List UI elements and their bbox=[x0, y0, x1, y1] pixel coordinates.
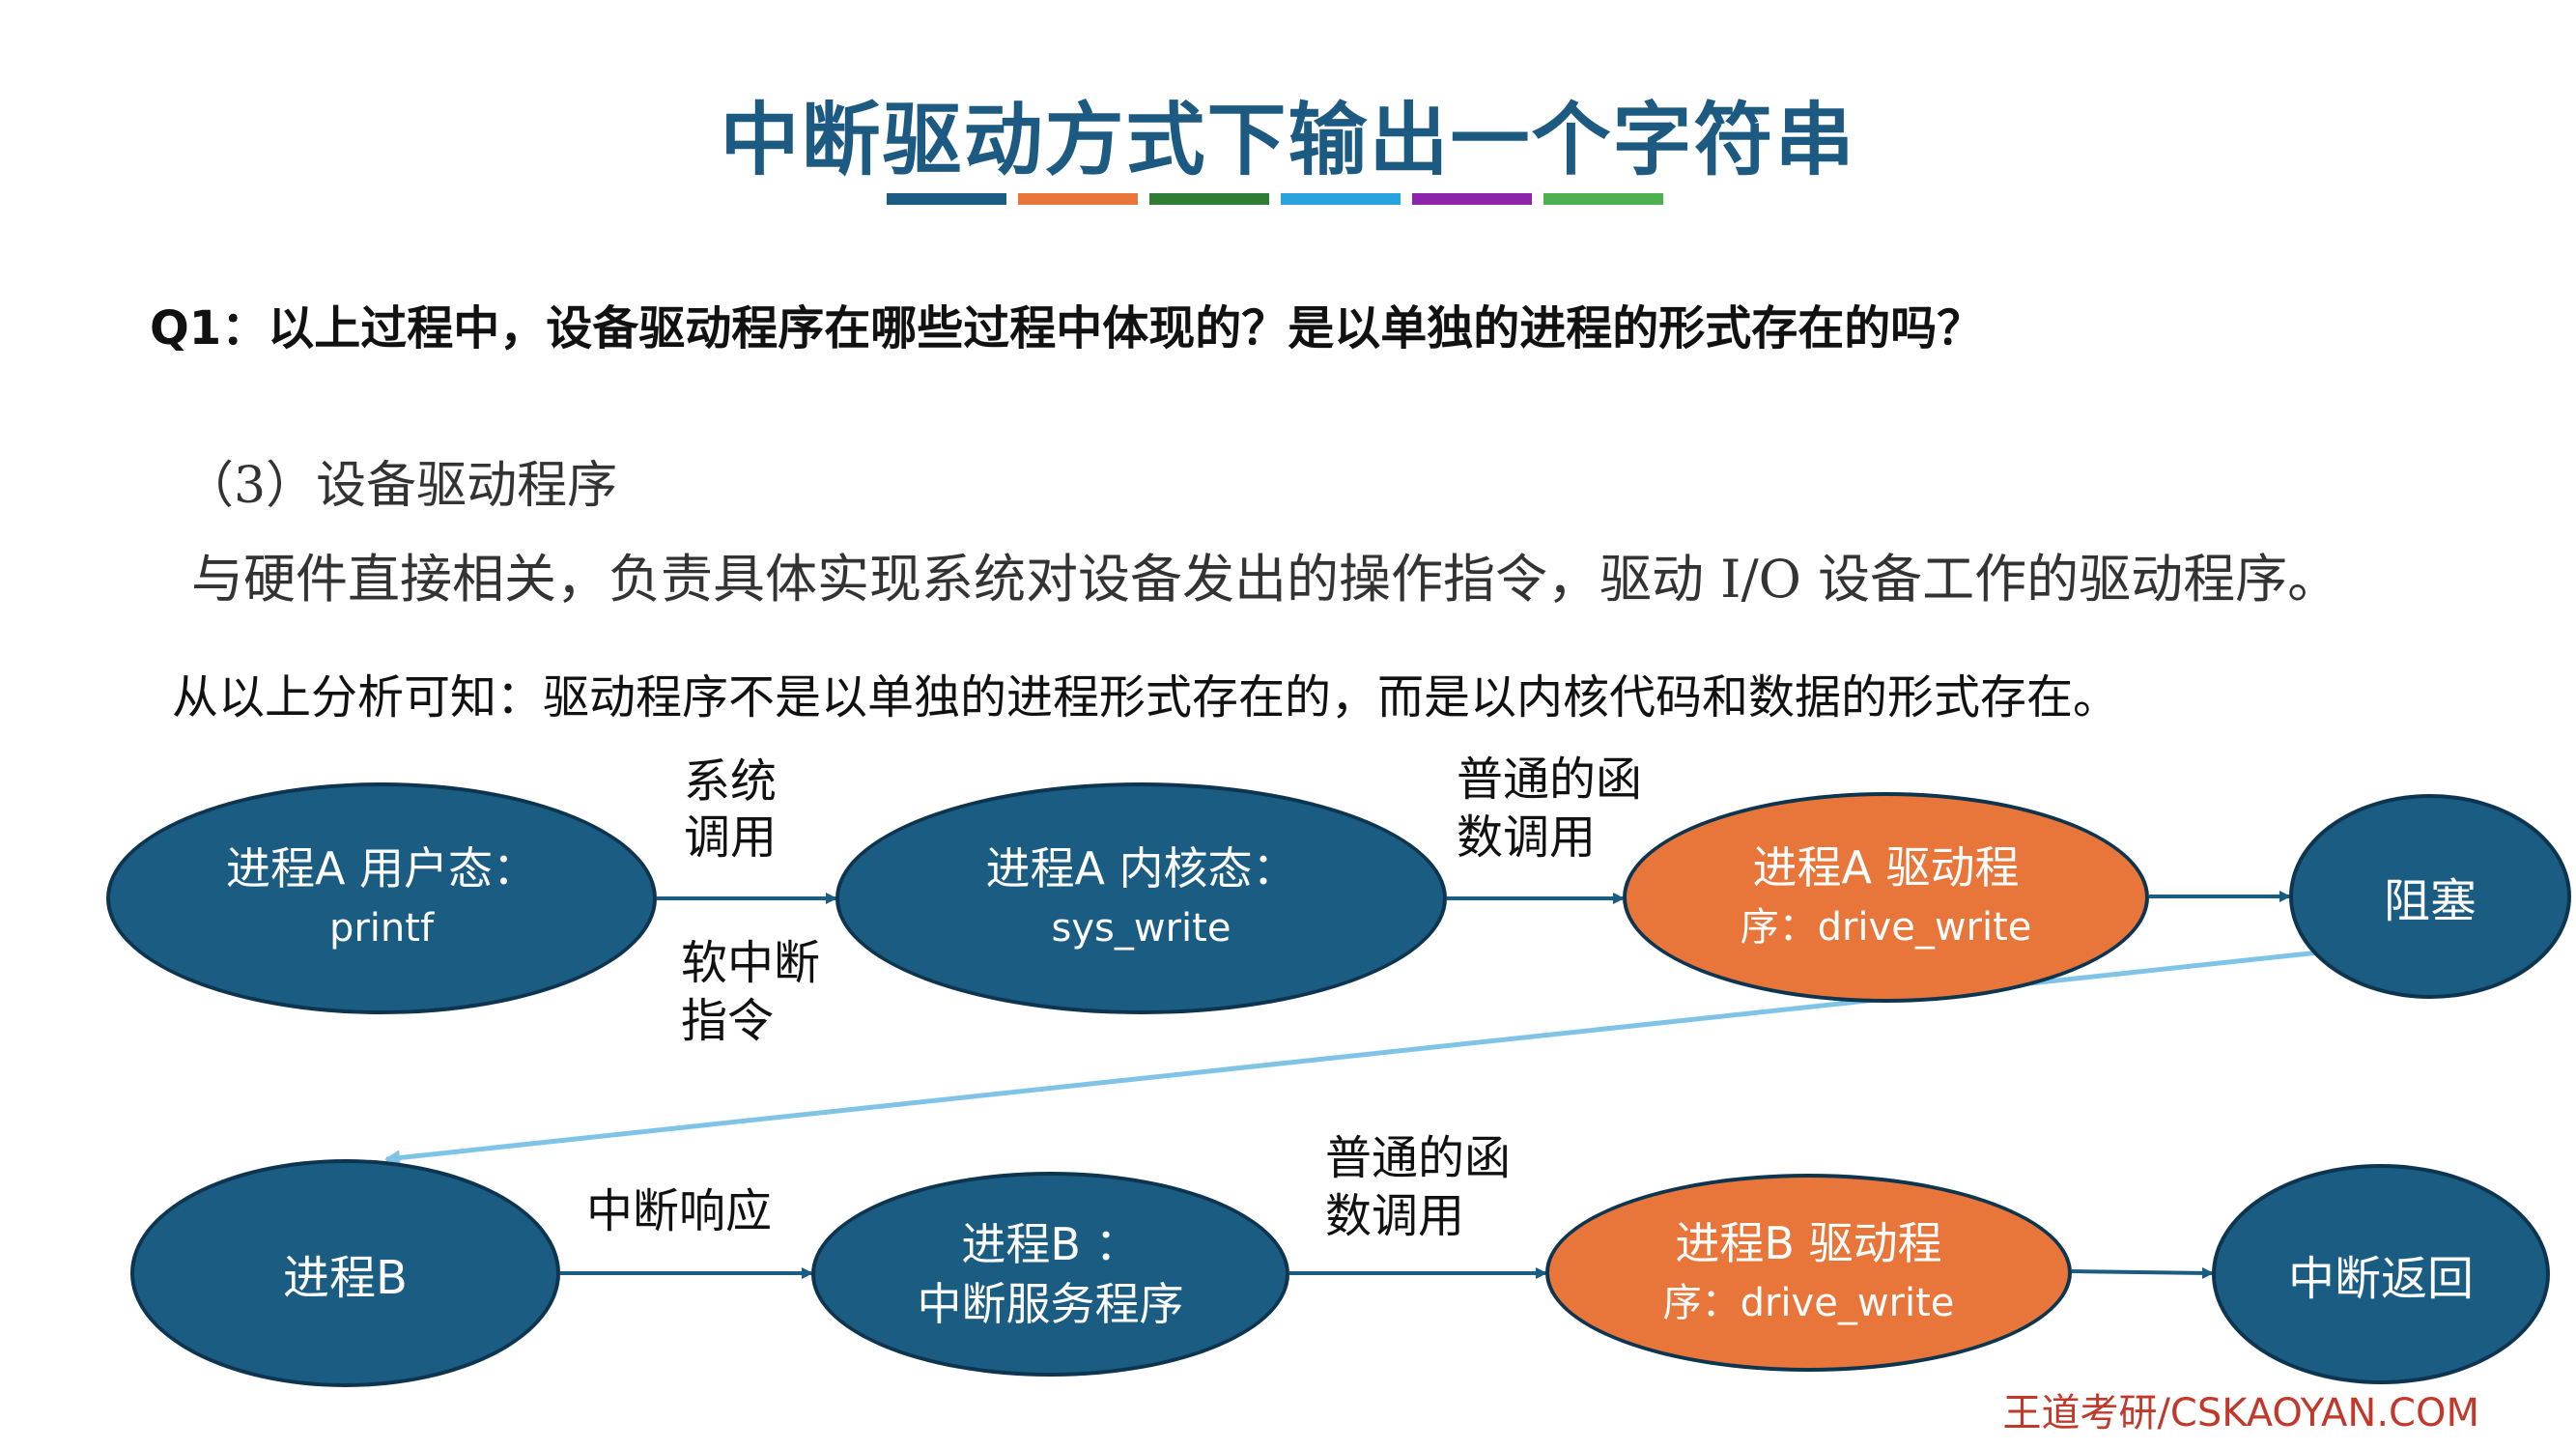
edge-label-func-call-b-2: 数调用 bbox=[1325, 1189, 1465, 1243]
title-bar-3 bbox=[1149, 193, 1269, 205]
question-text: Q1：以上过程中，设备驱动程序在哪些过程中体现的？是以单独的进程的形式存在的吗？ bbox=[150, 301, 1984, 355]
title-bar-2 bbox=[1018, 193, 1138, 205]
edge-label-syscall-bot-1: 软中断 bbox=[681, 936, 821, 990]
node-line-2: printf bbox=[328, 906, 435, 951]
node-line-1: 进程B ： bbox=[961, 1218, 1140, 1270]
title-bar-1 bbox=[887, 193, 1006, 205]
footer-brand: 王道考研/CSKAOYAN.COM bbox=[2002, 1391, 2479, 1435]
title-bar-4 bbox=[1281, 193, 1401, 205]
edge-label-syscall-top-1: 系统 bbox=[684, 754, 778, 809]
node-blocked: 阻塞 bbox=[2289, 794, 2571, 999]
edge-label-func-call-b-1: 普通的函 bbox=[1325, 1131, 1512, 1185]
edge-label-func-call-a-1: 普通的函 bbox=[1457, 753, 1643, 807]
node-line-2: sys_write bbox=[1051, 906, 1231, 951]
node-process-b-isr: 进程B ： 中断服务程序 bbox=[811, 1172, 1289, 1377]
node-label: 阻塞 bbox=[2383, 874, 2477, 928]
node-line-1: 进程B 驱动程 bbox=[1675, 1216, 1942, 1269]
node-process-a-user: 进程A 用户态： printf bbox=[106, 782, 657, 1014]
title-bar-6 bbox=[1543, 193, 1663, 205]
edge-label-syscall-top-2: 调用 bbox=[684, 810, 778, 865]
edge-label-interrupt-response: 中断响应 bbox=[586, 1184, 773, 1238]
node-interrupt-return: 中断返回 bbox=[2212, 1164, 2550, 1384]
node-line-2: 序：drive_write bbox=[1662, 1280, 1955, 1325]
node-process-a-kernel: 进程A 内核态： sys_write bbox=[835, 782, 1447, 1014]
title-bar-5 bbox=[1412, 193, 1532, 205]
definition-text: 与硬件直接相关，负责具体实现系统对设备发出的操作指令，驱动 I/O 设备工作的驱… bbox=[191, 549, 2340, 610]
node-line-2: 序：drive_write bbox=[1740, 905, 2032, 950]
node-label: 中断返回 bbox=[2287, 1252, 2474, 1306]
node-process-b: 进程B bbox=[130, 1159, 560, 1387]
conclusion-text: 从以上分析可知：驱动程序不是以单独的进程形式存在的，而是以内核代码和数据的形式存… bbox=[172, 670, 2120, 724]
node-line-1: 进程A 驱动程 bbox=[1752, 841, 2020, 894]
node-line-1: 进程A 用户态： bbox=[225, 842, 538, 895]
edge-label-syscall-bot-2: 指令 bbox=[681, 994, 775, 1048]
section-heading: （3）设备驱动程序 bbox=[184, 457, 618, 515]
page-title: 中断驱动方式下输出一个字符串 bbox=[720, 95, 1856, 186]
node-process-b-driver: 进程B 驱动程 序：drive_write bbox=[1545, 1174, 2072, 1372]
node-line-1: 进程A 内核态： bbox=[985, 842, 1297, 895]
arrow-driver-b-to-return bbox=[2071, 1266, 2214, 1279]
node-line-2: 中断服务程序 bbox=[917, 1278, 1184, 1330]
edge-label-func-call-a-2: 数调用 bbox=[1457, 810, 1597, 865]
node-process-a-driver: 进程A 驱动程 序：drive_write bbox=[1623, 792, 2149, 1003]
node-label: 进程B bbox=[283, 1251, 408, 1305]
